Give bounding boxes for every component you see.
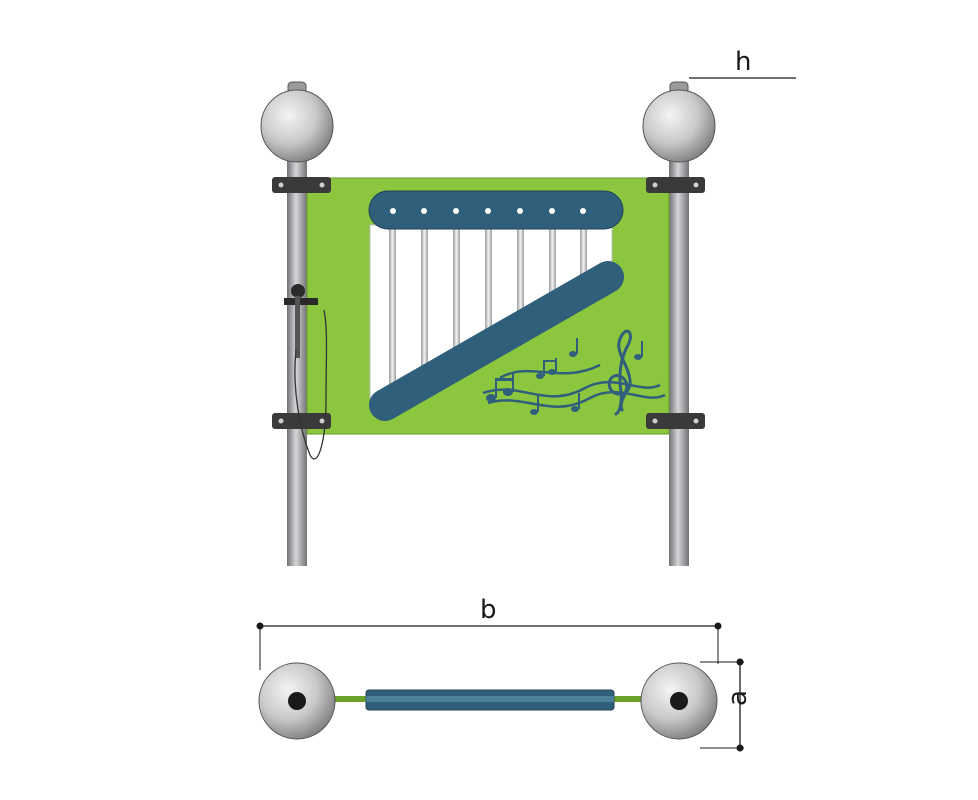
left-ball-cap bbox=[260, 89, 334, 163]
dimension-b: b bbox=[256, 595, 722, 670]
chime-tube bbox=[485, 228, 492, 334]
music-notes-icon bbox=[482, 338, 666, 415]
chime-tube bbox=[421, 228, 428, 368]
chime-tube bbox=[453, 228, 460, 352]
chime-tube bbox=[549, 228, 556, 298]
front-view: h bbox=[260, 47, 796, 566]
top-view: b a bbox=[256, 595, 753, 752]
bracket-bottom-left bbox=[272, 413, 331, 429]
right-ball-cap bbox=[642, 89, 716, 163]
chime-tubes bbox=[389, 228, 587, 384]
bracket-top-right bbox=[646, 177, 705, 193]
dimension-b-label: b bbox=[480, 595, 497, 625]
chime-tube bbox=[517, 228, 524, 316]
top-blue-bar bbox=[368, 190, 624, 230]
treble-clef-icon bbox=[607, 329, 632, 416]
right-post bbox=[642, 81, 716, 566]
chime-tube bbox=[580, 228, 587, 280]
top-bar-holes bbox=[390, 208, 586, 214]
dimension-h-label: h bbox=[735, 47, 751, 77]
dimension-a-label: a bbox=[723, 690, 753, 706]
bracket-bottom-right bbox=[646, 413, 705, 429]
chime-tube bbox=[389, 228, 396, 384]
diagonal-blue-bar bbox=[369, 261, 624, 421]
bracket-top-left bbox=[272, 177, 331, 193]
dimension-a: a bbox=[700, 658, 753, 752]
mallet-icon bbox=[284, 284, 328, 460]
dimension-h: h bbox=[689, 47, 796, 79]
